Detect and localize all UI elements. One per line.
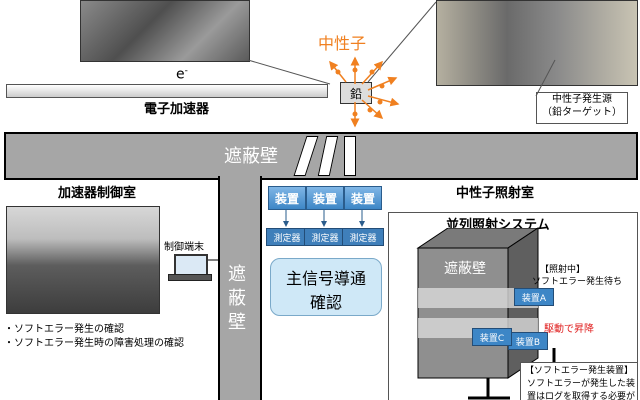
source-line1: 中性子発生源 bbox=[552, 94, 612, 105]
electron-symbol: e bbox=[176, 66, 185, 83]
device-1: 装置 bbox=[268, 186, 306, 210]
lead-target: 鉛 bbox=[340, 82, 372, 104]
meter-1: 測定器 bbox=[266, 228, 308, 246]
device-c-label: 装置C bbox=[479, 333, 505, 344]
inner-wall-label: 遮蔽壁 bbox=[444, 261, 486, 277]
waiting-label: ソフトエラー発生待ち bbox=[532, 277, 623, 287]
device-meter-arrows bbox=[283, 210, 365, 227]
shield-wall-label: 遮蔽壁 bbox=[224, 146, 278, 167]
control-room-label: 加速器制御室 bbox=[58, 186, 137, 201]
softerror-title: 【ソフトエラー発生装置】 bbox=[524, 366, 633, 376]
accelerator-pipe bbox=[6, 84, 328, 98]
vertical-wall-char-1: 遮 bbox=[228, 264, 246, 285]
neutron-source-callout: 中性子発生源 （鉛ターゲット） bbox=[536, 92, 628, 124]
laptop-base-icon bbox=[168, 274, 212, 281]
signal-check-box: 主信号導通 確認 bbox=[270, 258, 382, 316]
electron-charge: - bbox=[184, 66, 188, 76]
photo-leader-left bbox=[247, 59, 331, 85]
meter-2: 測定器 bbox=[304, 228, 346, 246]
softerror-box: 【ソフトエラー発生装置】 ソフトエラーが発生した装 置はログを取得する必要が bbox=[520, 362, 638, 400]
device-3: 装置 bbox=[344, 186, 382, 210]
softerror-note2: 置はログを取得する必要が bbox=[527, 392, 636, 400]
vertical-wall-char-2: 蔽 bbox=[228, 288, 246, 309]
signal-line2: 確認 bbox=[309, 293, 342, 312]
source-line2: （鉛ターゲット） bbox=[542, 107, 622, 118]
device-b-label: 装置B bbox=[515, 337, 541, 348]
control-terminal-label: 制御端末 bbox=[164, 242, 204, 253]
neutron-source-photo bbox=[436, 0, 638, 86]
lead-label: 鉛 bbox=[349, 86, 362, 101]
electron-label: e- bbox=[176, 66, 188, 83]
photo-leader-right bbox=[367, 1, 437, 83]
neutron-dots bbox=[335, 67, 385, 117]
control-room-photo bbox=[6, 206, 160, 314]
neutron-arrows bbox=[329, 56, 400, 128]
accelerator-photo bbox=[80, 0, 250, 62]
irradiation-room-label: 中性子照射室 bbox=[456, 186, 535, 201]
laptop-icon bbox=[174, 254, 208, 276]
shield-wall-vertical bbox=[218, 176, 262, 400]
softerror-note1: ソフトエラーが発生した装 bbox=[527, 379, 636, 389]
bullet-confirm-handling: ・ソフトエラー発生時の障害処理の確認 bbox=[4, 338, 184, 349]
device-2: 装置 bbox=[306, 186, 344, 210]
irradiating-label: 【照射中】 bbox=[540, 265, 586, 275]
accelerator-label: 電子加速器 bbox=[144, 102, 210, 117]
meter-3: 測定器 bbox=[342, 228, 384, 246]
device-c: 装置C bbox=[472, 328, 512, 346]
vertical-wall-char-3: 壁 bbox=[228, 312, 246, 333]
neutron-label: 中性子 bbox=[318, 34, 367, 53]
bullet-confirm-softerror: ・ソフトエラー発生の確認 bbox=[4, 324, 124, 335]
device-a-label: 装置A bbox=[521, 293, 547, 304]
wall-slot-3 bbox=[344, 136, 356, 176]
raise-label: 駆動で昇降 bbox=[544, 324, 594, 335]
device-b: 装置B bbox=[508, 332, 548, 350]
signal-line1: 主信号導通 bbox=[285, 269, 366, 288]
device-a: 装置A bbox=[514, 288, 554, 306]
source-leader bbox=[535, 59, 556, 97]
